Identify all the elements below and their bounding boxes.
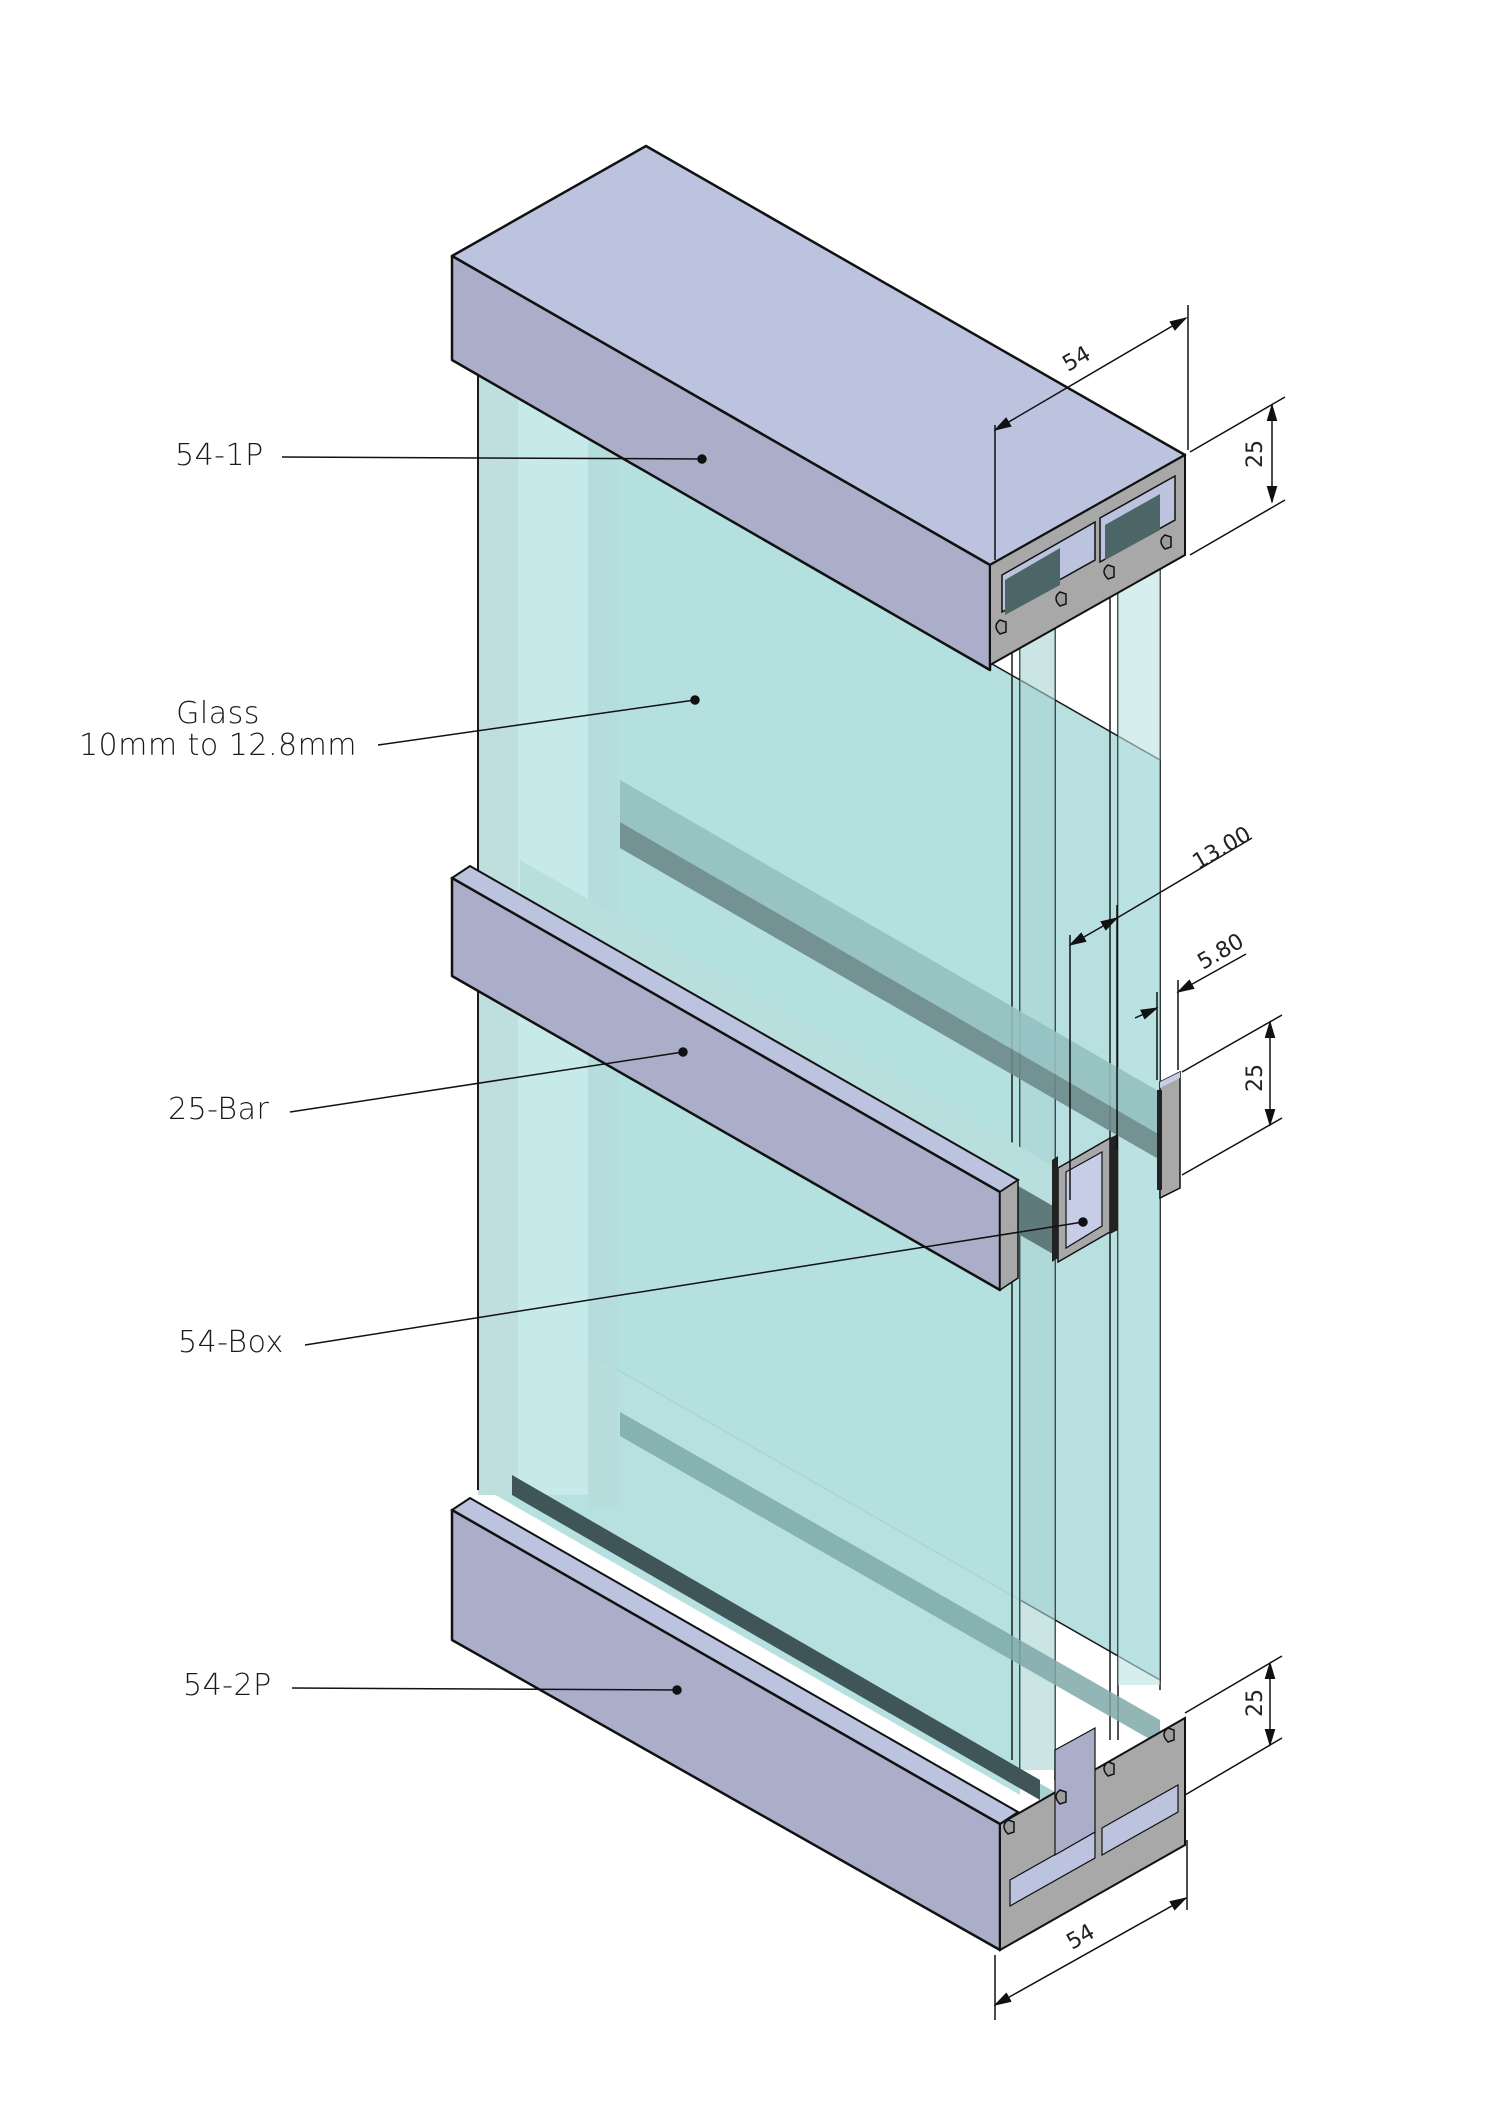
bar-25-Bar-rear [1157,1070,1181,1200]
bottom-profile-54-2P [450,1496,1186,1952]
dim-top-width: 54 [1059,342,1096,378]
label-glass-thickness: 10mm to 12.8mm [78,727,358,763]
label-54-1P: 54-1P [175,438,264,473]
label-glass: Glass 10mm to 12.8mm [78,698,358,761]
label-glass-title: Glass [176,696,260,731]
dimension-lines [993,305,1286,2020]
leader-lines [281,454,1088,1695]
bar-25-Bar [450,864,1020,1292]
label-54-Box: 54-Box [178,1325,284,1360]
label-54-2P: 54-2P [183,1668,272,1703]
label-25-Bar: 25-Bar [168,1092,270,1127]
dim-bar-height: 25 [1243,1064,1268,1092]
top-profile-54-1P [450,144,1187,672]
dim-top-height: 25 [1243,440,1268,468]
dim-bottom-height: 25 [1243,1689,1268,1717]
box-54-Box [1052,1134,1118,1264]
dim-glass-gap: 13.00 [1189,822,1256,875]
